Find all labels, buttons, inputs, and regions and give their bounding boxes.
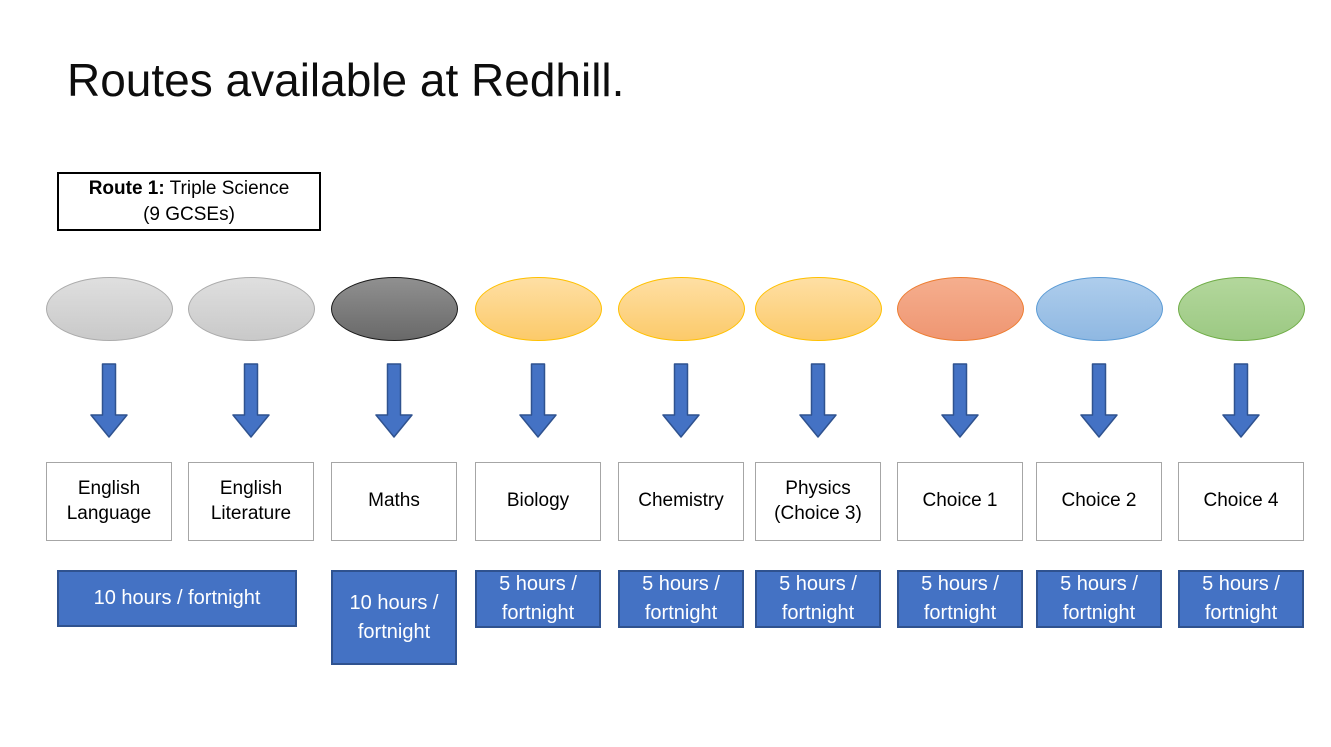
subject-box-choice-1: Choice 1: [897, 462, 1023, 541]
subject-box-physics: Physics (Choice 3): [755, 462, 881, 541]
ellipse-english-literature: [187, 277, 315, 341]
subject-label: Choice 1: [922, 490, 998, 512]
hours-box-maths: 10 hours / fortnight: [331, 570, 457, 665]
hours-box-chemistry: 5 hours / fortnight: [618, 570, 744, 628]
subject-box-maths: Maths: [331, 462, 457, 541]
route-1-line2: (9 GCSEs): [143, 203, 235, 225]
route-1-box: Route 1: Triple Science (9 GCSEs): [57, 172, 321, 231]
down-arrow-icon: [662, 363, 700, 438]
down-arrow-icon: [375, 363, 413, 438]
down-arrow-icon: [1222, 363, 1260, 438]
subject-label: Choice 2: [1061, 490, 1137, 512]
hours-box-choice-1: 5 hours / fortnight: [897, 570, 1023, 628]
hours-label: 5 hours / fortnight: [642, 573, 720, 624]
hours-label: 5 hours / fortnight: [921, 573, 999, 624]
ellipse-choice-4: [1177, 277, 1305, 341]
ellipse-english-language: [45, 277, 173, 341]
down-arrow-icon: [1080, 363, 1118, 438]
route-1-text: Triple Science: [164, 177, 290, 199]
hours-label: 10 hours / fortnight: [93, 587, 261, 609]
subject-box-english-language: English Language: [46, 462, 172, 541]
hours-box-choice-2: 5 hours / fortnight: [1036, 570, 1162, 628]
hours-label: 10 hours / fortnight: [349, 591, 439, 643]
subject-box-choice-2: Choice 2: [1036, 462, 1162, 541]
down-arrow-icon: [90, 363, 128, 438]
hours-label: 5 hours / fortnight: [779, 573, 857, 624]
subject-label: Choice 4: [1203, 490, 1279, 512]
slide-title: Routes available at Redhill.: [67, 54, 625, 106]
ellipse-chemistry: [617, 277, 745, 341]
subject-label: Physics (Choice 3): [774, 477, 862, 524]
hours-box-english: 10 hours / fortnight: [57, 570, 297, 627]
subject-box-english-literature: English Literature: [188, 462, 314, 541]
subject-box-choice-4: Choice 4: [1178, 462, 1304, 541]
down-arrow-icon: [232, 363, 270, 438]
hours-box-physics: 5 hours / fortnight: [755, 570, 881, 628]
route-1-label: Route 1:: [88, 177, 165, 199]
down-arrow-icon: [519, 363, 557, 438]
ellipse-biology: [474, 277, 602, 341]
subject-label: English Language: [66, 477, 152, 524]
down-arrow-icon: [941, 363, 979, 438]
subject-label: Chemistry: [638, 490, 724, 512]
ellipse-choice-2: [1035, 277, 1163, 341]
hours-box-biology: 5 hours / fortnight: [475, 570, 601, 628]
hours-label: 5 hours / fortnight: [1202, 573, 1280, 624]
subject-label: Biology: [506, 490, 570, 512]
subject-label: English Literature: [210, 477, 292, 524]
subject-box-chemistry: Chemistry: [618, 462, 744, 541]
ellipse-choice-1: [896, 277, 1024, 341]
hours-label: 5 hours / fortnight: [499, 573, 577, 624]
hours-label: 5 hours / fortnight: [1060, 573, 1138, 624]
subject-label: Maths: [368, 490, 420, 512]
hours-box-choice-4: 5 hours / fortnight: [1178, 570, 1304, 628]
subject-box-biology: Biology: [475, 462, 601, 541]
ellipse-maths: [330, 277, 458, 341]
ellipse-physics: [754, 277, 882, 341]
route-1-line1: Route 1: Triple Science: [89, 176, 290, 202]
down-arrow-icon: [799, 363, 837, 438]
